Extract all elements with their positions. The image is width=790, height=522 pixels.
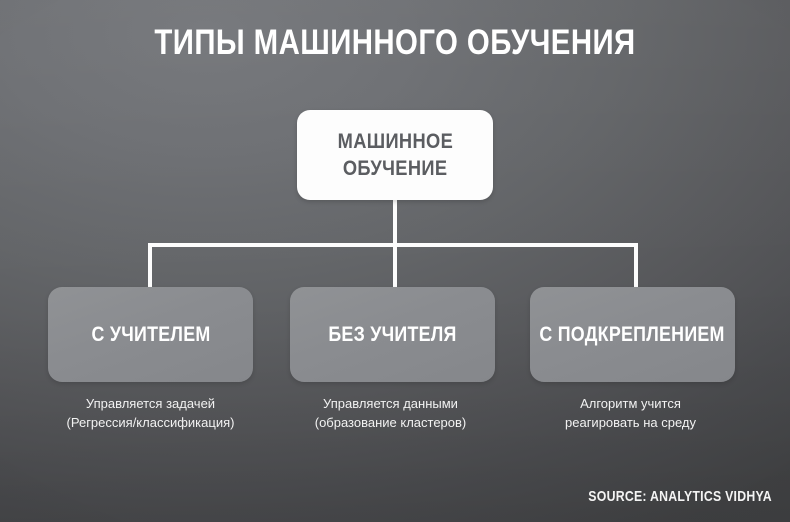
node-machine-learning-line2: ОБУЧЕНИЕ <box>342 157 448 180</box>
caption-reinforcement-line2: реагировать на среду <box>565 415 696 430</box>
source-attribution: SOURCE: ANALYTICS VIDHYA <box>588 488 772 505</box>
caption-reinforcement-line1: Алгоритм учится <box>580 396 681 411</box>
connector-drop-center <box>393 243 397 289</box>
caption-reinforcement-learning: Алгоритм учится реагировать на среду <box>508 394 753 432</box>
node-reinforcement-learning: С ПОДКРЕПЛЕНИЕМ <box>530 287 735 382</box>
node-unsupervised-learning: БЕЗ УЧИТЕЛЯ <box>290 287 495 382</box>
caption-unsupervised-line2: (образование кластеров) <box>314 415 467 430</box>
caption-supervised-line1: Управляется задачей <box>85 396 216 411</box>
node-machine-learning-line1: МАШИННОЕ <box>337 130 453 153</box>
caption-unsupervised-line1: Управляется данными <box>323 396 458 411</box>
node-machine-learning: МАШИННОЕ ОБУЧЕНИЕ <box>297 110 493 200</box>
node-supervised-learning: С УЧИТЕЛЕМ <box>48 287 253 382</box>
connector-root-stem <box>393 200 397 247</box>
connector-drop-left <box>148 243 152 289</box>
connector-drop-right <box>634 243 638 289</box>
caption-supervised-learning: Управляется задачей (Регрессия/классифик… <box>28 394 273 432</box>
page-title: ТИПЫ МАШИННОГО ОБУЧЕНИЯ <box>154 23 636 62</box>
caption-supervised-line2: (Регрессия/классификация) <box>66 415 235 430</box>
caption-unsupervised-learning: Управляется данными (образование кластер… <box>268 394 513 432</box>
node-reinforcement-learning-label: С ПОДКРЕПЛЕНИЕМ <box>539 322 726 346</box>
node-supervised-learning-label: С УЧИТЕЛЕМ <box>90 322 210 346</box>
node-unsupervised-learning-label: БЕЗ УЧИТЕЛЯ <box>328 322 457 346</box>
